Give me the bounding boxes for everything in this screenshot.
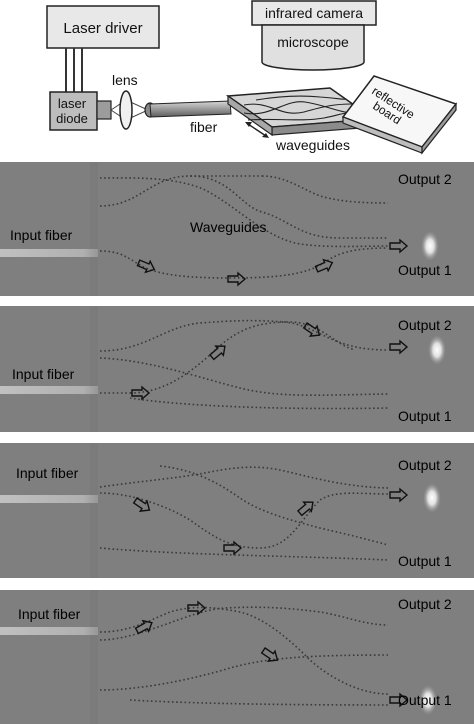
waveguides-label: waveguides bbox=[275, 137, 350, 153]
light-direction-arrow bbox=[131, 385, 151, 401]
output-light-spot bbox=[423, 483, 441, 513]
light-direction-arrow bbox=[187, 600, 207, 616]
light-direction-arrow bbox=[296, 501, 314, 517]
input-fiber-label: Input fiber bbox=[10, 227, 73, 243]
light-direction-arrow bbox=[389, 692, 409, 708]
setup-schematic: Laser driver laser diode lens fiber bbox=[46, 0, 458, 155]
micrograph-panel: Input fiber Output 2 Output 1 bbox=[0, 443, 474, 578]
waveguide-path bbox=[159, 465, 389, 546]
light-direction-arrow bbox=[260, 647, 279, 662]
output-light-spot bbox=[421, 231, 439, 261]
output-2-label: Output 2 bbox=[398, 596, 452, 612]
microscope-shape bbox=[261, 24, 365, 71]
input-fiber-glow bbox=[0, 495, 98, 503]
waveguide-path bbox=[99, 466, 389, 489]
laser-driver-box bbox=[46, 5, 160, 49]
waveguide-path bbox=[99, 547, 389, 561]
infrared-camera-label: infrared camera bbox=[265, 5, 363, 21]
micrograph-panel: Input fiber Output 2 Output 1 bbox=[0, 590, 474, 724]
light-direction-arrow bbox=[132, 497, 151, 512]
waveguide-path bbox=[99, 357, 389, 396]
adjust-arrow-head bbox=[262, 133, 269, 138]
output-light-spot bbox=[419, 685, 437, 715]
chip-edge bbox=[90, 590, 98, 724]
light-direction-arrow bbox=[223, 540, 243, 556]
waveguide-path bbox=[99, 606, 389, 641]
reflective-board: reflective board bbox=[341, 75, 458, 155]
output-1-label: Output 1 bbox=[398, 553, 452, 569]
output-1-label: Output 1 bbox=[398, 692, 452, 708]
lens-label: lens bbox=[112, 72, 138, 88]
input-fiber-label: Input fiber bbox=[18, 606, 81, 622]
output-2-label: Output 2 bbox=[398, 171, 452, 187]
input-fiber-label: Input fiber bbox=[12, 366, 75, 382]
input-fiber-glow bbox=[0, 627, 98, 635]
chip-edge bbox=[90, 306, 98, 432]
panel-background bbox=[0, 162, 474, 296]
light-direction-arrow bbox=[227, 271, 247, 287]
output-2-label: Output 2 bbox=[398, 317, 452, 333]
light-direction-arrow bbox=[389, 487, 409, 503]
light-direction-arrow bbox=[389, 339, 409, 355]
waveguide-path bbox=[129, 397, 389, 410]
light-direction-arrow bbox=[134, 619, 153, 635]
waveguides-center-label: Waveguides bbox=[190, 219, 267, 235]
panel-background bbox=[0, 443, 474, 578]
output-1-label: Output 1 bbox=[398, 262, 452, 278]
chip-edge bbox=[90, 162, 98, 296]
output-2-label: Output 2 bbox=[398, 457, 452, 473]
laser-driver-label: Laser driver bbox=[63, 20, 142, 37]
waveguide-path bbox=[99, 175, 388, 239]
waveguide-path bbox=[99, 606, 389, 695]
fiber-rod bbox=[149, 100, 232, 118]
input-fiber-label: Input fiber bbox=[16, 465, 79, 481]
microscope-label: microscope bbox=[277, 34, 349, 50]
waveguide-slab bbox=[225, 87, 377, 137]
input-fiber-glow bbox=[0, 249, 98, 257]
light-direction-arrow bbox=[302, 322, 321, 337]
light-direction-arrow bbox=[314, 258, 334, 273]
diode-nose bbox=[96, 100, 112, 120]
input-fiber-glow bbox=[0, 386, 98, 394]
output-light-spot bbox=[428, 335, 446, 365]
lens-shape bbox=[119, 90, 133, 130]
adjust-arrow-head bbox=[245, 122, 252, 127]
fiber-label: fiber bbox=[190, 119, 218, 135]
chip-edge bbox=[90, 443, 98, 578]
waveguide-path bbox=[99, 247, 389, 279]
waveguide-path bbox=[129, 699, 389, 706]
micrograph-panel: Input fiber Output 2 Output 1 bbox=[0, 306, 474, 432]
light-direction-arrow bbox=[389, 238, 409, 254]
laser-diode-label-2: diode bbox=[56, 111, 88, 126]
waveguide-path bbox=[129, 321, 356, 394]
panel-background bbox=[0, 306, 474, 432]
laser-diode-box bbox=[49, 91, 98, 131]
adjust-arrow bbox=[247, 123, 267, 137]
laser-diode-label-1: laser bbox=[58, 96, 87, 111]
waveguide-path bbox=[99, 492, 389, 549]
light-direction-arrow bbox=[136, 259, 156, 274]
panel-background bbox=[0, 590, 474, 724]
output-1-label: Output 1 bbox=[398, 408, 452, 424]
waveguide-path bbox=[99, 177, 389, 248]
light-direction-arrow bbox=[208, 345, 226, 361]
micrograph-panel: Input fiber Output 2 Output 1 Waveguides bbox=[0, 162, 474, 296]
